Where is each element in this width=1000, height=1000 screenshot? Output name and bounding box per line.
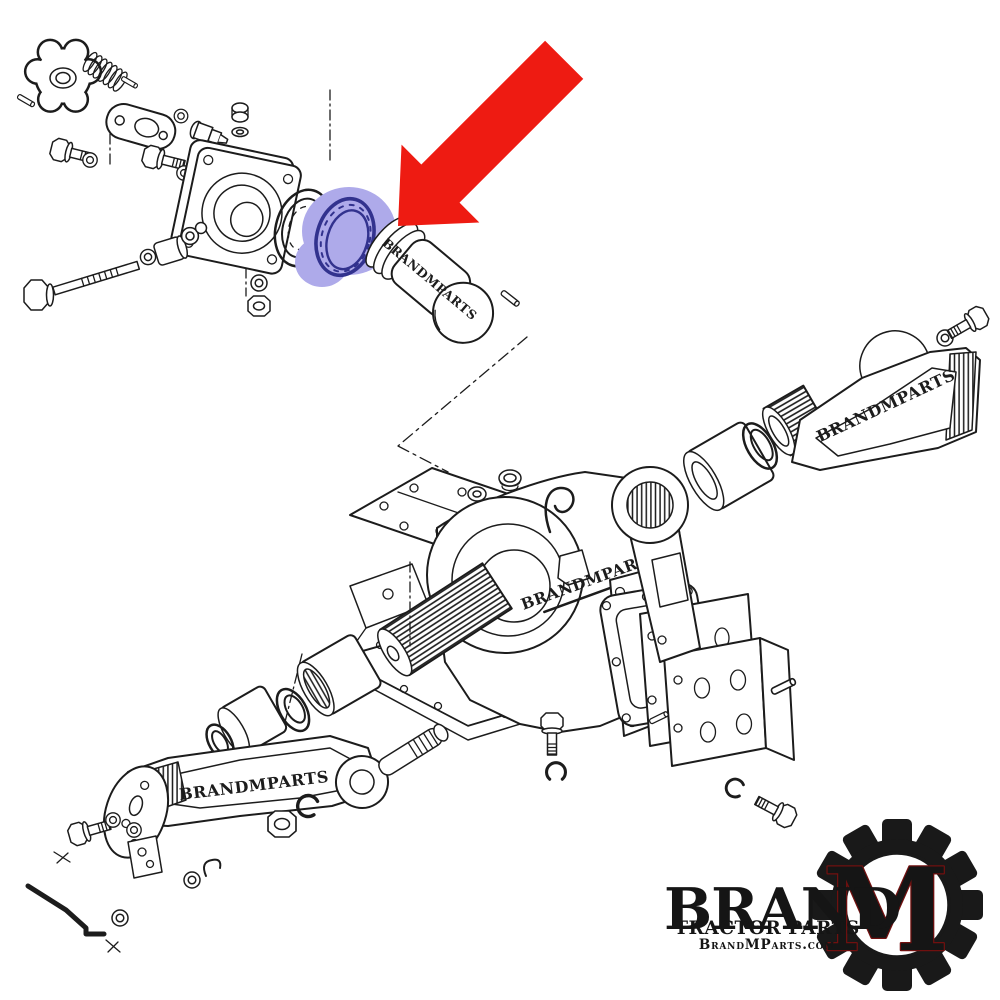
bolt (750, 790, 800, 831)
logo-tagline: TRACTOR PARTS (674, 918, 860, 939)
washer (126, 822, 142, 838)
hook-clip (203, 858, 222, 877)
pin-small (499, 289, 521, 308)
splined-shaft (377, 562, 513, 677)
valve-body (170, 139, 302, 275)
snap-ring (722, 775, 746, 801)
pin-small (120, 75, 139, 90)
snap-ring (545, 761, 567, 781)
logo-website: BrandMParts.com (699, 937, 835, 953)
bolt (540, 712, 564, 756)
rod-end (335, 723, 449, 809)
bushing-cylinder (683, 421, 775, 512)
washer (173, 108, 189, 124)
gear-teeth (811, 819, 983, 991)
bushing-small (217, 685, 288, 755)
brandm-logo: M BRAND TRACTOR PARTS BrandMParts.com (664, 819, 983, 991)
nut (267, 810, 297, 838)
logo-monogram: M (823, 843, 949, 977)
nut (247, 295, 271, 317)
leader-line (397, 336, 528, 473)
bushing-large (296, 634, 382, 717)
boss-block (557, 549, 591, 586)
washer-flat (467, 486, 487, 502)
red-highlight-arrow (398, 40, 584, 226)
control-valve-assembly (16, 38, 331, 317)
crank-arm (611, 466, 701, 663)
washer (250, 274, 268, 292)
piston-ball (432, 281, 495, 344)
washer (183, 871, 201, 889)
logo-brand-text: BRAND (664, 876, 900, 943)
seal-ring (741, 422, 779, 470)
valve-spool-chain (23, 221, 208, 311)
lift-arm-assembly-right: BRANDMPARTS (611, 303, 993, 663)
bolt (943, 303, 993, 345)
washer-flat (231, 126, 249, 138)
lift-arm: BRANDMPARTS (791, 330, 981, 471)
mounting-flange (105, 103, 177, 150)
cotter-pin (53, 851, 71, 864)
lift-arm-assembly-left: BRANDMPARTS (25, 561, 449, 953)
pin-small (16, 93, 36, 108)
plug (498, 469, 522, 492)
washer (82, 152, 98, 168)
lift-hook (544, 486, 575, 534)
plug (231, 102, 249, 123)
washer (105, 812, 121, 828)
hand-knob (23, 38, 103, 113)
rear-cover-group (599, 582, 800, 831)
link-rod (25, 883, 129, 953)
gear-icon (811, 819, 983, 991)
drawbar-bracket (663, 637, 795, 767)
lower-arm: BRANDMPARTS (102, 723, 449, 879)
arm-disc (102, 765, 170, 859)
